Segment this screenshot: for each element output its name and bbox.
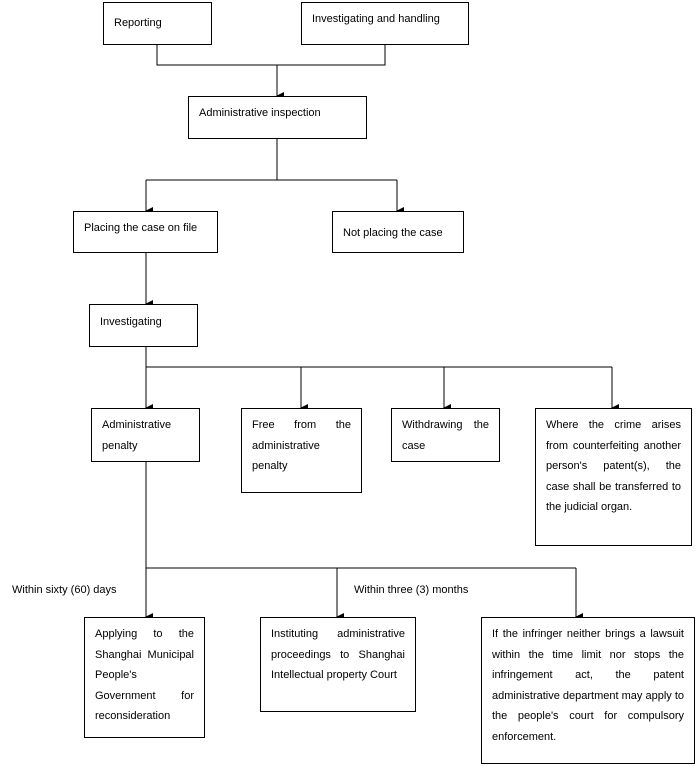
node-investigating: Investigating — [89, 304, 198, 347]
node-placing-on-file-label: Placing the case on file — [84, 222, 198, 234]
node-applying-reconsideration-label: Applying to the Shanghai Municipal Peopl… — [95, 628, 194, 722]
node-reporting: Reporting — [103, 2, 212, 45]
node-instituting-proceedings-label: Instituting administrative proceedings t… — [271, 628, 405, 681]
node-enforcement-label: If the infringer neither brings a lawsui… — [492, 628, 684, 743]
node-investigating-handling-label: Investigating and handling — [312, 13, 440, 25]
node-investigating-label: Investigating — [100, 316, 162, 328]
node-not-placing-label: Not placing the case — [343, 227, 443, 239]
edge-label-sixty-days: Within sixty (60) days — [12, 584, 117, 596]
node-free-from-penalty: Free from the administrative penalty — [241, 408, 362, 493]
connector-top-merge — [156, 44, 386, 66]
node-not-placing: Not placing the case — [332, 211, 464, 253]
node-withdrawing-label: Withdrawing the case — [402, 419, 489, 452]
node-enforcement: If the infringer neither brings a lawsui… — [481, 617, 695, 764]
node-admin-penalty-label: Administrative penalty — [102, 419, 172, 452]
node-crime-transfer: Where the crime arises from counterfeiti… — [535, 408, 692, 546]
node-applying-reconsideration: Applying to the Shanghai Municipal Peopl… — [84, 617, 205, 738]
node-admin-inspection: Administrative inspection — [188, 96, 367, 139]
node-placing-on-file: Placing the case on file — [73, 211, 218, 253]
node-admin-inspection-label: Administrative inspection — [199, 107, 321, 119]
node-withdrawing: Withdrawing the case — [391, 408, 500, 462]
node-instituting-proceedings: Instituting administrative proceedings t… — [260, 617, 416, 712]
node-reporting-label: Reporting — [114, 17, 162, 29]
edge-label-three-months: Within three (3) months — [354, 584, 469, 596]
node-investigating-handling: Investigating and handling — [301, 2, 469, 45]
node-admin-penalty: Administrative penalty — [91, 408, 200, 462]
node-free-from-penalty-label: Free from the administrative penalty — [252, 419, 351, 472]
node-crime-transfer-label: Where the crime arises from counterfeiti… — [546, 419, 681, 513]
